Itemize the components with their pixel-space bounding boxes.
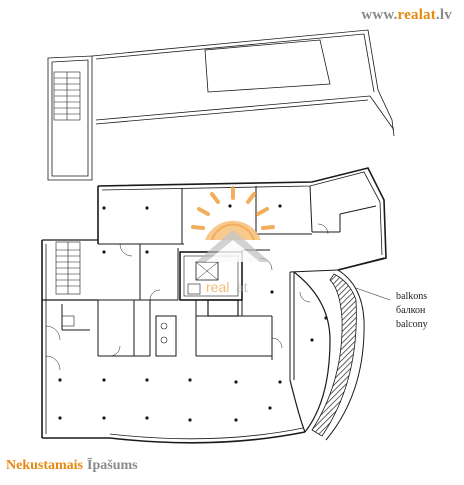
left-stair (55, 241, 81, 295)
balcony (289, 257, 385, 441)
service-core (61, 251, 243, 357)
balcony-label-ru: балкон (396, 305, 426, 316)
url-brand: realat (397, 7, 436, 23)
top-stair (53, 71, 81, 121)
balcony-label-lv: balkons (396, 291, 428, 302)
door-swings (45, 223, 329, 371)
url-suffix: .lv (435, 7, 452, 23)
site-url[interactable]: www.realat.lv (361, 7, 452, 24)
upper-wing (47, 29, 395, 181)
watermark-text-1: real (206, 279, 229, 295)
balcony-label-en: balcony (396, 319, 428, 330)
balcony-leader-line (355, 287, 391, 301)
footer-word-2: Īpašums (87, 458, 138, 473)
structural-columns (58, 204, 328, 422)
watermark-text-2: at (236, 279, 248, 295)
interior-partitions (61, 185, 377, 380)
url-prefix: www. (361, 7, 398, 23)
footer-word-1: Nekustamais (6, 458, 84, 473)
balcony-legend: balkons балкон balcony (396, 290, 428, 332)
main-walls (41, 167, 387, 444)
watermark-sun-logo (191, 186, 275, 262)
